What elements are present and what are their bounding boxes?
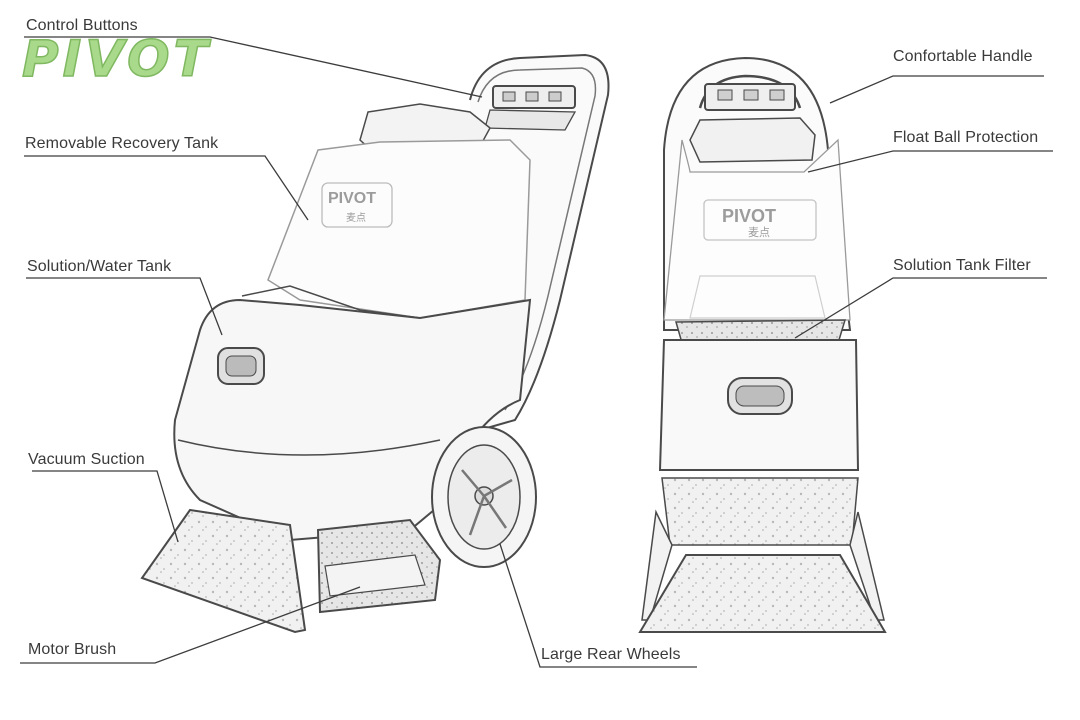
side-view-machine [140, 53, 610, 634]
label-float-ball-protection: Float Ball Protection [893, 129, 1039, 146]
svg-text:麦点: 麦点 [748, 226, 770, 239]
leader-float-ball-protection [807, 150, 1053, 173]
leader-solution-tank-filter [794, 277, 1047, 339]
label-confortable-handle: Confortable Handle [893, 48, 1033, 65]
label-removable-recovery-tank: Removable Recovery Tank [25, 135, 219, 152]
leader-confortable-handle [829, 75, 1044, 104]
leader-solution-water-tank [26, 277, 223, 336]
logo-wordmark: PIVOT [21, 29, 212, 89]
leader-removable-recovery-tank [24, 155, 309, 221]
label-solution-water-tank: Solution/Water Tank [27, 258, 172, 275]
svg-text:PIVOT: PIVOT [722, 206, 776, 226]
label-solution-tank-filter: Solution Tank Filter [893, 257, 1031, 274]
label-large-rear-wheels: Large Rear Wheels [541, 646, 681, 663]
label-motor-brush: Motor Brush [28, 641, 117, 658]
machine-badge-right: PIVOT 麦点 [722, 206, 776, 239]
pivot-logo: PIVOT [21, 29, 260, 89]
label-vacuum-suction: Vacuum Suction [28, 451, 145, 468]
svg-text:PIVOT: PIVOT [328, 190, 376, 207]
leader-vacuum-suction [32, 470, 179, 543]
svg-text:麦点: 麦点 [346, 212, 366, 224]
leader-control-buttons [24, 36, 483, 98]
callout-leaders [20, 36, 1053, 668]
front-view-machine [638, 56, 887, 633]
label-control-buttons: Control Buttons [26, 17, 138, 34]
machine-badge-left: PIVOT 麦点 [328, 190, 376, 224]
leader-large-rear-wheels [499, 543, 697, 668]
leader-motor-brush [20, 586, 361, 664]
